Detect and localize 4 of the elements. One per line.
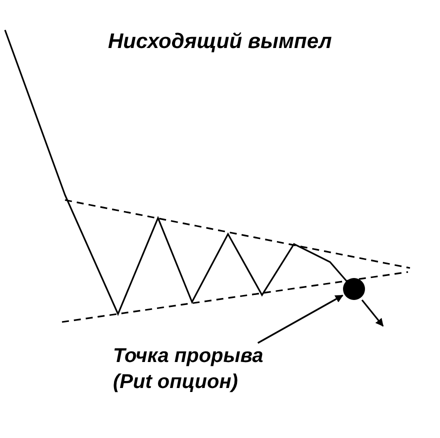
leader-arrow xyxy=(257,294,344,344)
breakout-dot xyxy=(343,278,365,300)
chart-title: Нисходящий вымпел xyxy=(108,30,332,54)
callout-text: Точка прорыва (Put опцион) xyxy=(113,343,303,399)
